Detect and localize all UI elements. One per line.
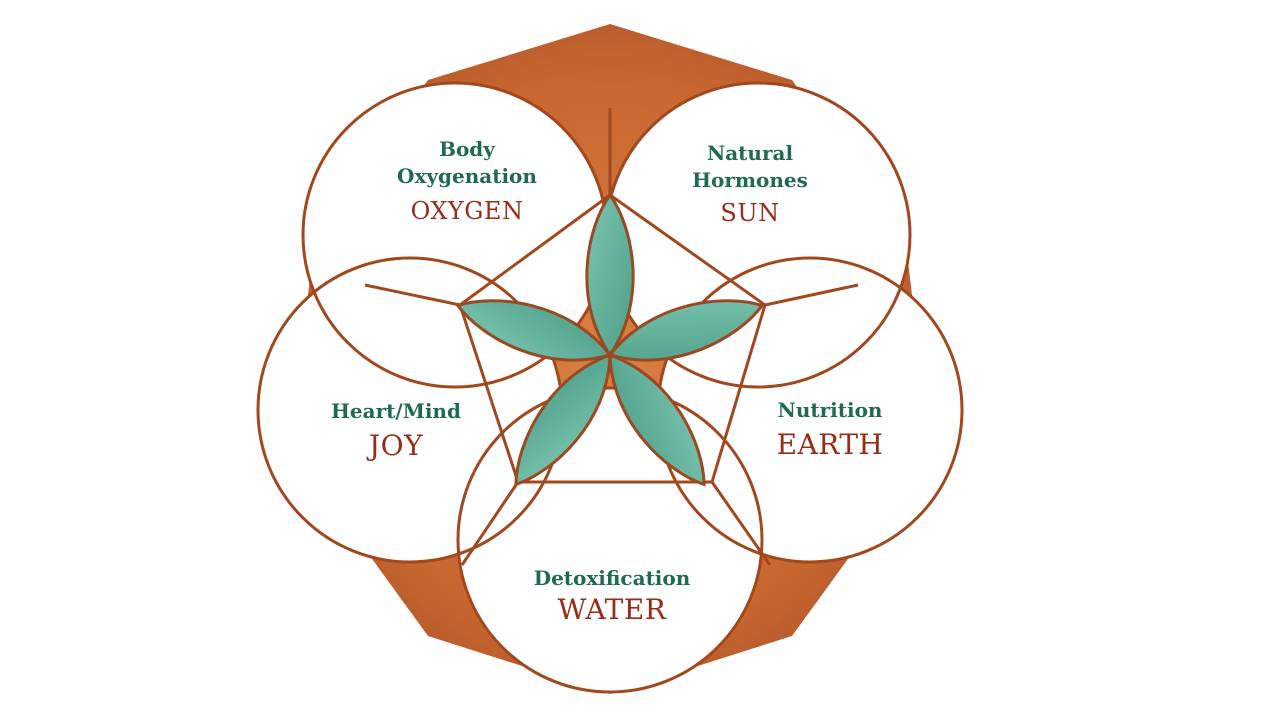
water-subtitle: Detoxification <box>534 566 691 590</box>
petal-lower-right <box>608 352 706 487</box>
label-water: Detoxification WATER <box>534 566 691 626</box>
flower-petals <box>455 192 765 487</box>
sun-element: SUN <box>720 199 779 227</box>
spoke-right <box>764 283 859 307</box>
label-sun: Natural Hormones SUN <box>692 141 808 227</box>
center-pentagon <box>458 193 767 484</box>
label-earth: Nutrition EARTH <box>777 398 884 461</box>
label-oxygen: Body Oxygenation OXYGEN <box>397 137 537 225</box>
sun-subtitle-line-2: Hormones <box>692 168 808 192</box>
petal-top <box>585 192 635 358</box>
earth-element: EARTH <box>777 428 884 461</box>
joy-subtitle: Heart/Mind <box>331 399 461 423</box>
petal-left <box>455 299 613 362</box>
petal-right <box>607 299 765 362</box>
oxygen-element: OXYGEN <box>411 197 524 225</box>
label-joy: Heart/Mind JOY <box>331 399 461 462</box>
water-element: WATER <box>558 593 667 626</box>
spoke-lower-right <box>710 481 772 566</box>
earth-subtitle: Nutrition <box>778 398 883 422</box>
joy-element: JOY <box>366 429 423 462</box>
spoke-left <box>364 283 461 307</box>
oxygen-subtitle-line-1: Body <box>439 137 496 161</box>
sun-subtitle-line-1: Natural <box>707 141 794 165</box>
oxygen-subtitle-line-2: Oxygenation <box>397 164 537 188</box>
water-circle-outline <box>456 386 764 694</box>
petal-lower-left <box>514 352 612 487</box>
joy-circle <box>258 258 562 562</box>
flower-center <box>606 351 614 359</box>
spoke-lower-left <box>460 481 520 566</box>
